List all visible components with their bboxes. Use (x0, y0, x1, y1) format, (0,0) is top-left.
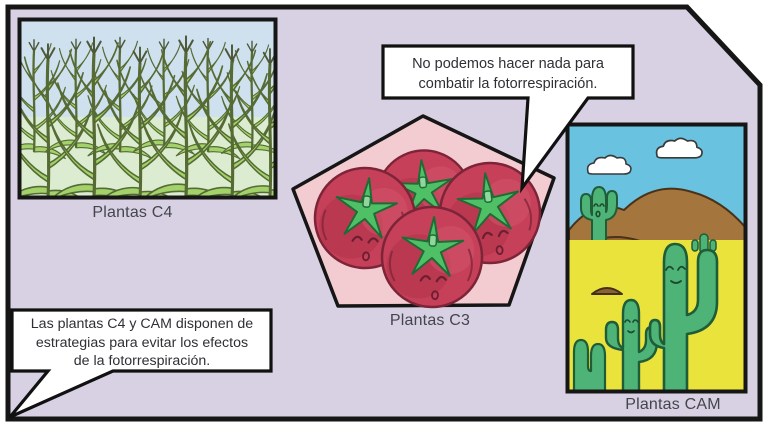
c4-panel (17, 17, 278, 200)
cam-panel (565, 122, 748, 394)
cam-panel-border (565, 122, 748, 394)
speech-bubble-bottom-line-1: Las plantas C4 y CAM disponen de (30, 316, 254, 332)
c4-panel-border (17, 17, 278, 200)
c3-panel-label: Plantas C3 (389, 312, 471, 329)
cactus-back-face (593, 203, 605, 218)
cactus-back (580, 186, 618, 253)
cactus-small-left (572, 338, 607, 391)
speech-bubble-top (381, 44, 635, 194)
cactus-big (648, 242, 719, 391)
speech-bubble-top-text: No podemos hacer nada para combatir la f… (383, 54, 633, 94)
speech-bubble-bottom-line-3: de la fotorrespiración. (73, 353, 211, 369)
speech-bubble-bottom (8, 308, 273, 419)
c4-panel-label: Plantas C4 (92, 204, 173, 221)
rock (591, 287, 623, 295)
cactus-big-face (665, 265, 686, 284)
speech-bubble-bottom-text: Las plantas C4 y CAM disponen de estrate… (14, 315, 270, 371)
cactus-medium-face (624, 319, 639, 334)
speech-bubble-bottom-line-2: estrategias para evitar los efectos (35, 334, 249, 351)
speech-bubble-top-line-1: No podemos hacer nada para (412, 56, 604, 72)
speech-bubble-top-line-2: combatir la fotorrespiración. (418, 76, 598, 92)
cam-panel-label: Plantas CAM (625, 396, 721, 413)
